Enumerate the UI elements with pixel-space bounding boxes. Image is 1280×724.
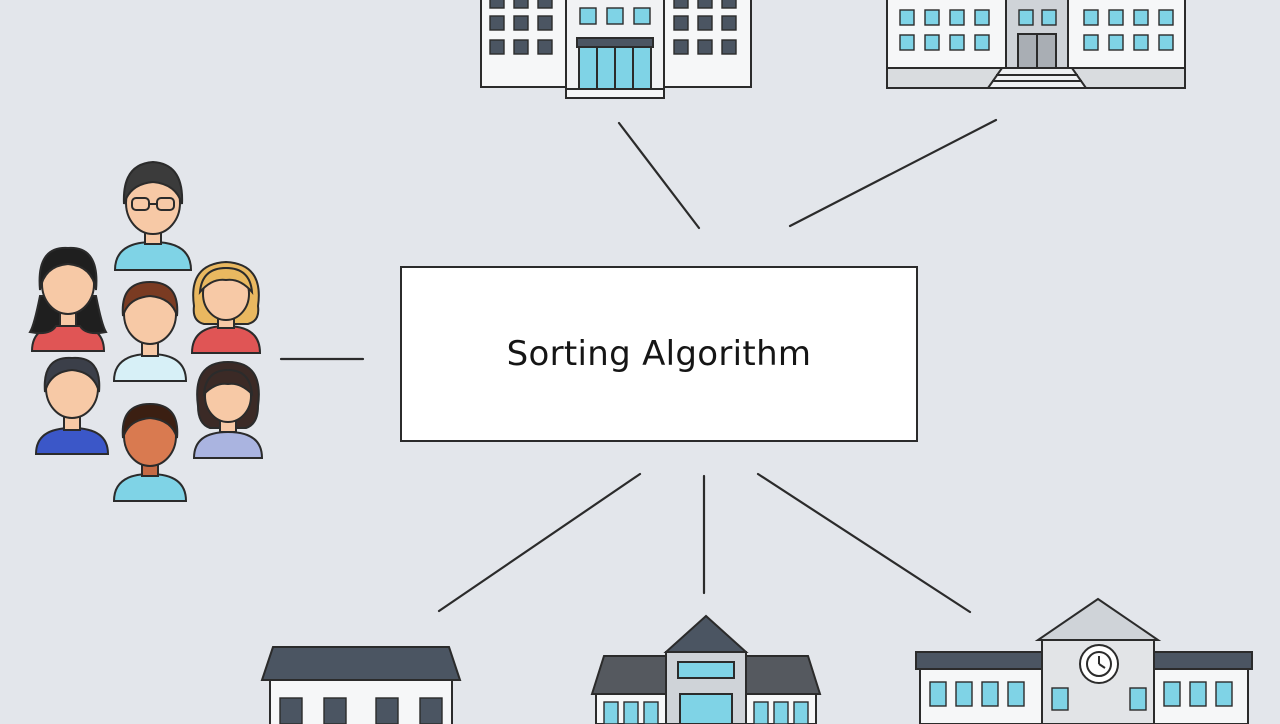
school-building-icon: [260, 646, 462, 724]
school-building-icon: [590, 614, 822, 724]
connector-school-top-left: [617, 121, 701, 230]
school-building-icon: [480, 0, 752, 99]
connector-school-top-right: [788, 118, 998, 228]
student-avatar: [112, 402, 188, 502]
school-building-icon: [886, 0, 1186, 89]
sorting-algorithm-label: Sorting Algorithm: [506, 334, 812, 374]
student-avatar: [190, 260, 262, 354]
student-avatar: [112, 280, 188, 382]
student-avatar: [34, 356, 110, 455]
students-group-icon: [28, 160, 264, 502]
connector-school-bottom-right: [756, 472, 972, 614]
student-avatar: [113, 160, 193, 271]
sorting-algorithm-box: Sorting Algorithm: [400, 266, 918, 442]
connector-school-bottom-left: [437, 472, 642, 613]
student-avatar: [28, 246, 108, 352]
school-building-icon: [915, 597, 1253, 724]
student-avatar: [192, 360, 264, 459]
